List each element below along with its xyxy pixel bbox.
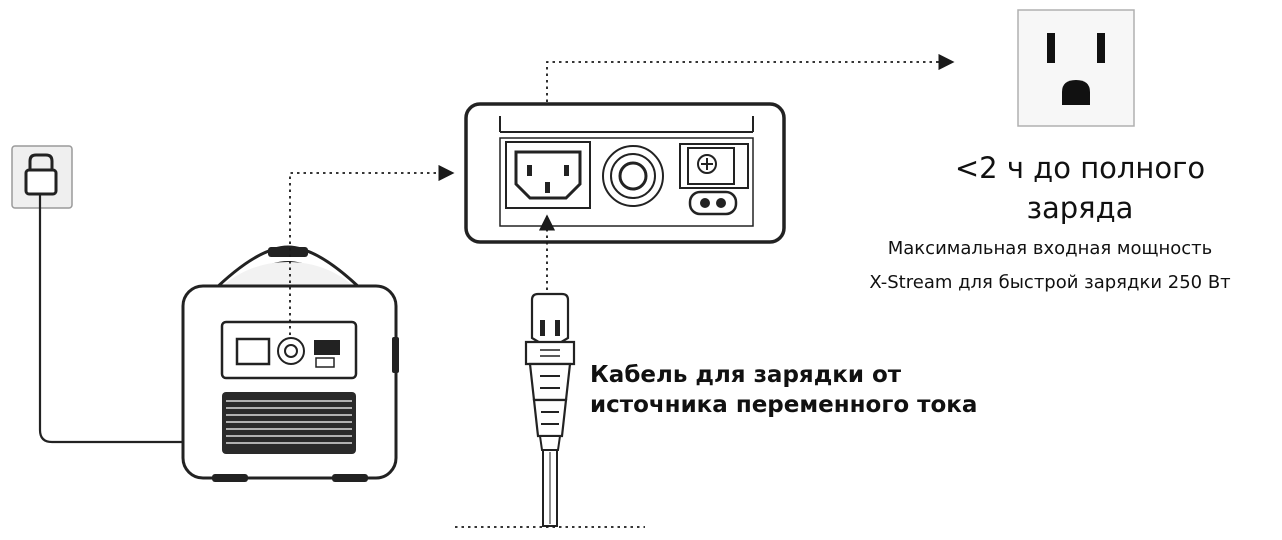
input-power-description: Максимальная входная мощность X-Stream д… bbox=[820, 232, 1280, 300]
charging-time-heading: <2 ч до полного заряда bbox=[900, 148, 1260, 228]
charging-time-heading-line1: <2 ч до полного bbox=[954, 151, 1206, 185]
wall-outlet-icon bbox=[11, 145, 73, 209]
ac-cable-label-line2: источника переменного тока bbox=[590, 392, 978, 418]
wall-cable bbox=[38, 194, 258, 444]
flow-arrow-to-panel bbox=[289, 164, 455, 335]
input-power-description-line1: Максимальная входная мощность bbox=[887, 238, 1213, 259]
power-station-icon bbox=[181, 245, 399, 482]
charging-time-heading-line2: заряда bbox=[1026, 191, 1134, 225]
ac-cable-label-line1: Кабель для зарядки от bbox=[590, 362, 902, 388]
us-outlet-icon bbox=[1017, 9, 1135, 127]
ac-cable-label: Кабель для зарядки от источника переменн… bbox=[590, 360, 1050, 420]
input-power-description-line2: X-Stream для быстрой зарядки 250 Вт bbox=[869, 272, 1231, 293]
ac-power-plug-icon bbox=[524, 292, 576, 527]
flow-arrow-to-outlet bbox=[546, 53, 955, 102]
ac-input-panel-icon bbox=[464, 102, 786, 244]
